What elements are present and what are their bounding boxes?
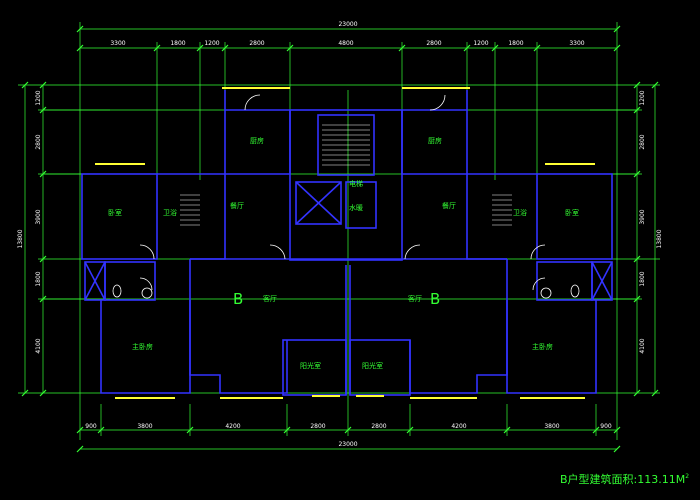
stairs (180, 124, 512, 226)
dim-bottom-1: 900 (85, 423, 97, 430)
dim-top-4: 2800 (249, 40, 264, 47)
room-bedroom-right: 卧室 (565, 208, 579, 217)
unit-label-left: B (233, 290, 243, 308)
total-width-bottom: 23000 (338, 441, 357, 448)
dim-bottom-3: 4200 (225, 423, 240, 430)
dim-left-5: 4100 (35, 338, 42, 353)
dim-bottom-4: 2800 (310, 423, 325, 430)
dim-top-1: 3300 (110, 40, 125, 47)
dim-bottom-7: 3800 (544, 423, 559, 430)
area-caption: B户型建筑面积:113.11M2 (560, 472, 689, 486)
room-bedroom-left: 卧室 (108, 208, 122, 217)
total-height-left: 13800 (17, 229, 24, 248)
area-caption-text: B户型建筑面积:113.11M (560, 472, 685, 486)
room-living-left: 客厅 (263, 294, 277, 303)
fixtures (112, 284, 580, 299)
area-caption-superscript: 2 (685, 473, 689, 480)
dim-left-4: 1800 (35, 271, 42, 286)
windows (95, 87, 595, 399)
dim-bottom-5: 2800 (371, 423, 386, 430)
dim-left-3: 3900 (35, 209, 42, 224)
room-kitchen-right: 厨房 (428, 136, 442, 145)
dim-left-1: 1200 (35, 90, 42, 105)
room-sun-right: 阳光室 (362, 361, 383, 370)
total-width-top: 23000 (338, 21, 357, 28)
doors (139, 94, 546, 291)
total-height-right: 13800 (656, 229, 663, 248)
dim-top-6: 2800 (426, 40, 441, 47)
dim-top-2: 1800 (170, 40, 185, 47)
dim-top-5: 4800 (338, 40, 353, 47)
dim-right-1: 1200 (639, 90, 646, 105)
room-dining-left: 餐厅 (230, 201, 244, 210)
axis-grid (18, 22, 660, 450)
room-elevator: 电梯 (349, 179, 363, 188)
dim-top-7: 1200 (473, 40, 488, 47)
dim-right-4: 1800 (639, 271, 646, 286)
room-dining-right: 餐厅 (442, 201, 456, 210)
dim-top-9: 3300 (569, 40, 584, 47)
dim-right-2: 2800 (639, 134, 646, 149)
dim-bottom-8: 900 (600, 423, 612, 430)
room-master-right: 主卧房 (532, 342, 553, 351)
unit-label-right: B (430, 290, 440, 308)
dim-top-8: 1800 (508, 40, 523, 47)
dim-bottom-2: 3800 (137, 423, 152, 430)
dim-right-5: 4100 (639, 338, 646, 353)
room-master-left: 主卧房 (132, 342, 153, 351)
dim-right-3: 3900 (639, 209, 646, 224)
room-water: 水暖 (349, 203, 363, 212)
room-bath-small-right: 卫浴 (513, 208, 527, 217)
walls (81, 90, 613, 396)
dim-top-3: 1200 (204, 40, 219, 47)
dim-left-2: 2800 (35, 134, 42, 149)
room-sun-left: 阳光室 (300, 361, 321, 370)
room-bath-small-left: 卫浴 (163, 208, 177, 217)
dim-bottom-6: 4200 (451, 423, 466, 430)
dimension-ticks (21, 25, 659, 453)
room-living-right: 客厅 (408, 294, 422, 303)
room-kitchen-left: 厨房 (250, 136, 264, 145)
